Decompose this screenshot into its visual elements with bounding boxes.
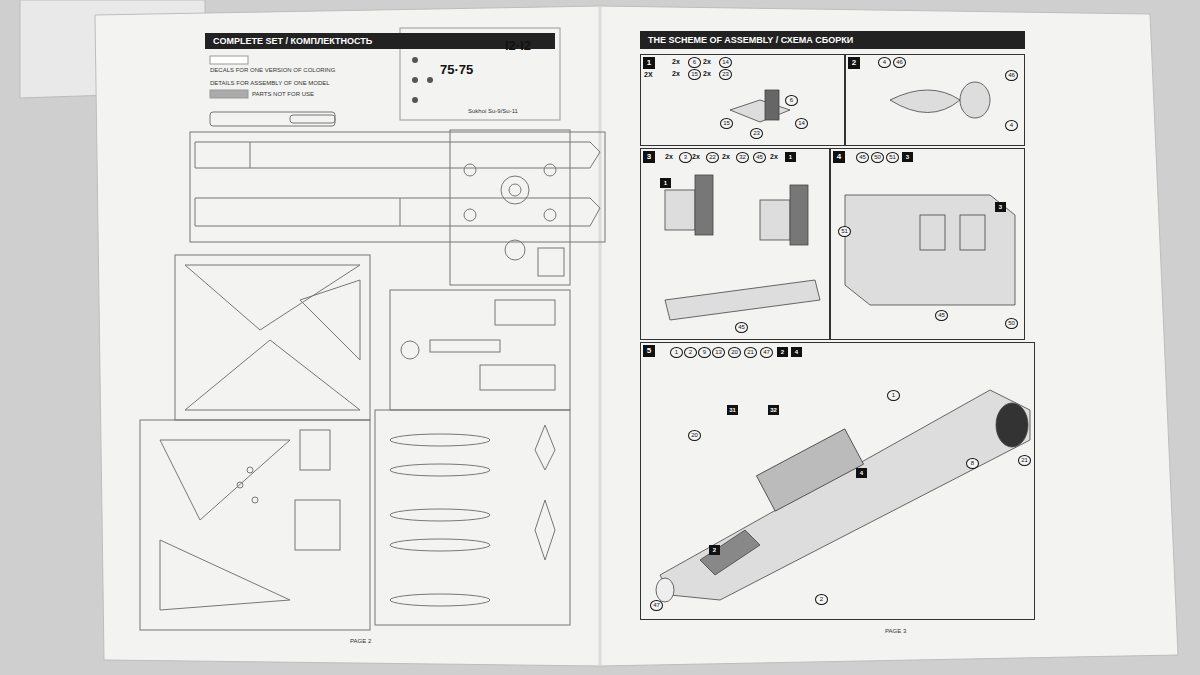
callout-number: 1: [887, 390, 900, 401]
subassembly-number: 31: [727, 405, 738, 415]
callout-number: 21: [1018, 455, 1031, 466]
callout-number: 20: [688, 430, 701, 441]
quantity-mark: 2x: [703, 69, 711, 78]
sheet-note: DETAILS FOR ASSEMBLY OF ONE MODEL: [210, 80, 330, 87]
callout-number: 14: [719, 57, 732, 68]
callout-number: 51: [886, 152, 899, 163]
quantity-mark: 2x: [672, 69, 680, 78]
callout-number: 3: [679, 152, 692, 163]
callout-number: 21: [744, 347, 757, 358]
header-band: COMPLETE SET / КОМПЛЕКТНОСТЬ: [205, 33, 555, 49]
quantity-mark: 2x: [703, 57, 711, 66]
sheet-note: PARTS NOT FOR USE: [252, 91, 314, 98]
callout-number: 50: [871, 152, 884, 163]
step-panel: 2: [845, 54, 1025, 146]
callout-number: 6: [688, 57, 701, 68]
step-panel: 1: [640, 54, 845, 146]
callout-number: 47: [650, 600, 663, 611]
callout-number: 14: [795, 118, 808, 129]
step-number: 4: [833, 151, 845, 163]
callout-number: 4: [878, 57, 891, 68]
decal-number: I2·I2: [505, 38, 531, 53]
callout-number: 45: [856, 152, 869, 163]
step-number: 2: [848, 57, 860, 69]
quantity-mark: 2x: [672, 57, 680, 66]
callout-number: 1: [670, 347, 683, 358]
subassembly-number: 4: [856, 468, 867, 478]
callout-number: 32: [736, 152, 749, 163]
subassembly-number: 3: [902, 152, 913, 162]
callout-number: 22: [706, 152, 719, 163]
subassembly-number: 4: [791, 347, 802, 357]
subassembly-number: 2: [709, 545, 720, 555]
header-text: THE SCHEME OF ASSEMBLY / СХЕМА СБОРКИ: [648, 35, 853, 45]
step-panel: 3: [640, 148, 830, 340]
quantity-mark: 2x: [665, 152, 673, 161]
step-number: 5: [643, 345, 655, 357]
callout-number: 2: [684, 347, 697, 358]
callout-number: 8: [966, 458, 979, 469]
callout-number: 51: [838, 226, 851, 237]
step-number: 3: [643, 151, 655, 163]
quantity-mark: 2x: [770, 152, 778, 161]
step-panel: 5: [640, 342, 1035, 620]
subassembly-number: 32: [768, 405, 779, 415]
sheet-note: PAGE 3: [885, 628, 906, 635]
callout-number: 46: [893, 57, 906, 68]
callout-number: 46: [1005, 70, 1018, 81]
sheet-note: PAGE 2: [350, 638, 371, 645]
step-number: 1: [643, 57, 655, 69]
header-band: THE SCHEME OF ASSEMBLY / СХЕМА СБОРКИ: [640, 31, 1025, 49]
callout-number: 45: [735, 322, 748, 333]
subassembly-number: 3: [995, 202, 1006, 212]
quantity-mark: 2x: [692, 152, 700, 161]
callout-number: 15: [688, 69, 701, 80]
sheet-note: DECALS FOR ONE VERSION OF COLORING: [210, 67, 335, 74]
quantity-mark: 2X: [644, 70, 653, 79]
step-panel: 4: [830, 148, 1025, 340]
callout-number: 45: [753, 152, 766, 163]
subassembly-number: 2: [777, 347, 788, 357]
quantity-mark: 2x: [722, 152, 730, 161]
header-text: COMPLETE SET / КОМПЛЕКТНОСТЬ: [213, 36, 372, 46]
callout-number: 47: [760, 347, 773, 358]
callout-number: 13: [712, 347, 725, 358]
callout-number: 9: [698, 347, 711, 358]
callout-number: 50: [1005, 318, 1018, 329]
subassembly-number: 1: [785, 152, 796, 162]
sheet-note: Sukhoi Su-9/Su-11: [468, 108, 518, 115]
decal-number: 75·75: [440, 62, 473, 77]
callout-number: 2: [815, 594, 828, 605]
subassembly-number: 1: [660, 178, 671, 188]
callout-number: 23: [719, 69, 732, 80]
callout-number: 20: [728, 347, 741, 358]
callout-number: 45: [935, 310, 948, 321]
callout-number: 4: [1005, 120, 1018, 131]
callout-number: 15: [720, 118, 733, 129]
callout-number: 6: [785, 95, 798, 106]
callout-number: 23: [750, 128, 763, 139]
